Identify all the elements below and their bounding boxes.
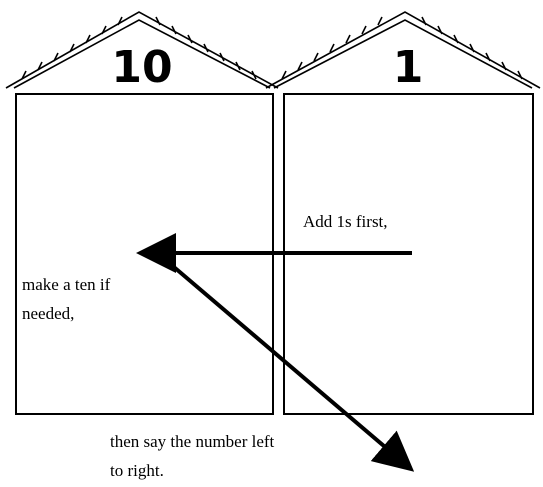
tens-roof bbox=[5, 11, 279, 89]
arrow-diagonal-down-right bbox=[166, 260, 415, 472]
note-say-number-line1: then say the number left bbox=[110, 432, 275, 451]
tens-house-label: 10 bbox=[111, 42, 172, 93]
note-say-number-line2: to right. bbox=[110, 461, 164, 480]
note-say-number: then say the number left to right. bbox=[110, 427, 274, 485]
ones-roof bbox=[265, 11, 541, 89]
note-add-ones-text: Add 1s first, bbox=[303, 212, 388, 231]
note-add-ones-first: Add 1s first, bbox=[303, 207, 388, 236]
note-make-ten-line2: needed, bbox=[22, 304, 75, 323]
note-make-a-ten: make a ten if needed, bbox=[22, 270, 110, 328]
note-make-ten-line1: make a ten if bbox=[22, 275, 111, 294]
tens-house: 10 bbox=[5, 11, 279, 415]
ones-house: 1 bbox=[265, 11, 541, 415]
ones-house-label: 1 bbox=[393, 42, 424, 93]
